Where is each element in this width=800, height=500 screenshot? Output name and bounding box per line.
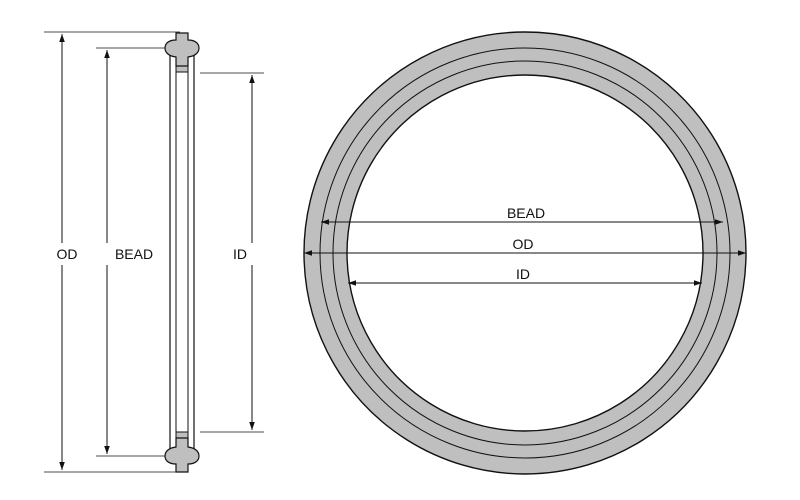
front-id-label: ID (516, 266, 530, 282)
gasket-profile-wall (169, 43, 195, 461)
gasket-ring (303, 31, 747, 475)
id-label-gap (240, 243, 264, 265)
side-od-label: OD (57, 246, 78, 262)
front-od-label: OD (513, 236, 534, 252)
front-view: BEAD OD ID (303, 31, 747, 475)
front-bead-label: BEAD (507, 205, 545, 221)
gasket-bead-top (164, 32, 200, 67)
side-id-label: ID (233, 246, 247, 262)
bead-label-gap (98, 243, 118, 265)
gasket-bead-bottom (164, 437, 200, 473)
side-view: OD BEAD ID (44, 31, 264, 473)
side-bead-label: BEAD (115, 246, 153, 262)
od-label-gap (50, 243, 78, 265)
